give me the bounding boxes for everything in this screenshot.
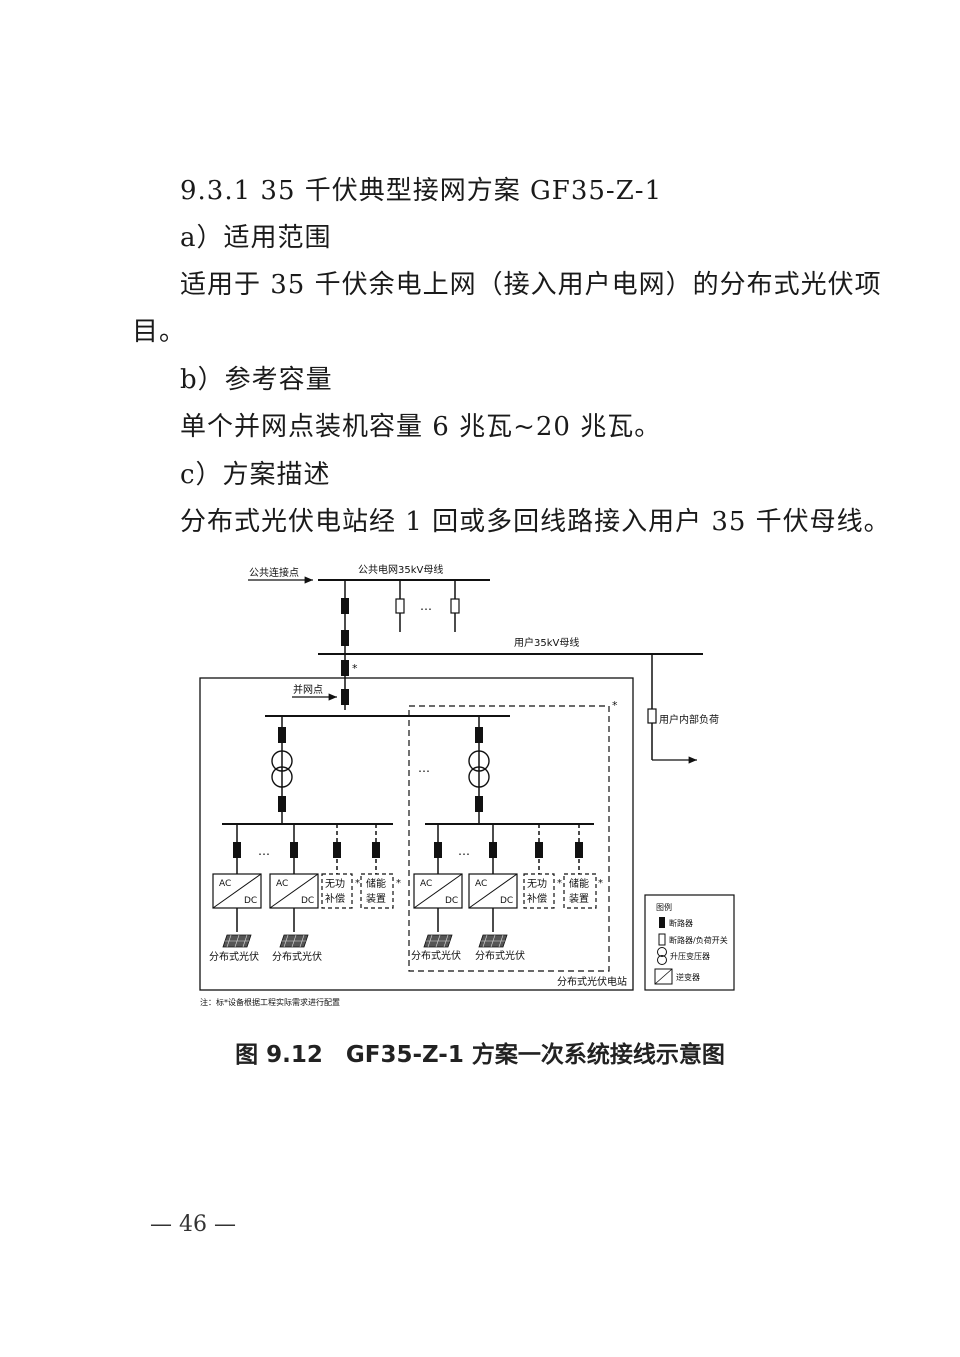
legend-transformer-icon — [657, 947, 667, 957]
reactive-compensation-box — [321, 873, 353, 909]
pv-label: 分布式光伏 — [411, 949, 461, 962]
breaker-icon — [341, 598, 349, 614]
pv-label: 分布式光伏 — [272, 950, 322, 963]
item-b-title: b）参考容量 — [180, 365, 333, 395]
optional-mark: * — [355, 878, 360, 889]
breaker-icon — [341, 689, 349, 705]
storage-label: 装置 — [366, 892, 386, 905]
inverter-dc-label: DC — [244, 896, 257, 906]
reactive-label: 补偿 — [527, 892, 547, 905]
section-heading: 9.3.1 35 千伏典型接网方案 GF35-Z-1 — [180, 176, 663, 206]
energy-storage-box — [563, 873, 597, 909]
storage-label: 储能 — [569, 877, 589, 890]
user-bus-label: 用户35kV母线 — [514, 636, 579, 649]
pv-label: 分布式光伏 — [475, 949, 525, 962]
load-switch-icon — [647, 708, 657, 724]
pv-label: 分布式光伏 — [209, 950, 259, 963]
optional-mark: * — [352, 662, 358, 675]
legend-breaker-icon — [659, 917, 665, 928]
station-label: 分布式光伏电站 — [557, 975, 627, 988]
item-c-title: c）方案描述 — [180, 460, 331, 490]
legend-switch-label: 断路器/负荷开关 — [669, 935, 728, 945]
load-switch-icon — [450, 598, 460, 614]
breaker-icon — [233, 842, 241, 858]
optional-group-boundary — [408, 705, 610, 972]
breaker-icon — [290, 842, 298, 858]
legend-title: 图例 — [656, 902, 672, 912]
station-boundary — [199, 677, 634, 991]
optional-mark: * — [612, 699, 618, 712]
reactive-label: 无功 — [527, 878, 547, 890]
ellipsis: … — [420, 599, 432, 613]
breaker-icon — [341, 660, 349, 676]
legend-switch-icon — [658, 933, 666, 946]
grid-point-label: 并网点 — [293, 683, 323, 696]
breaker-icon — [475, 727, 483, 743]
ellipsis: … — [258, 844, 270, 858]
diagram-note: 注：标*设备根据工程实际需求进行配置 — [200, 997, 340, 1007]
load-switch-icon — [395, 598, 405, 614]
item-b-body: 单个并网点装机容量 6 兆瓦~20 兆瓦。 — [180, 412, 662, 442]
legend-inverter-label: 逆变器 — [676, 972, 700, 982]
breaker-icon — [575, 842, 583, 858]
breaker-icon — [489, 842, 497, 858]
breaker-icon — [475, 796, 483, 812]
legend-transformer-label: 升压变压器 — [670, 951, 710, 961]
inverter-ac-label: AC — [276, 879, 288, 889]
inverter-ac-label: AC — [219, 879, 231, 889]
pv-panel-icon — [423, 934, 453, 948]
inverter-dc-label: DC — [301, 896, 314, 906]
legend-breaker-label: 断路器 — [669, 918, 693, 928]
reactive-label: 补偿 — [325, 892, 345, 905]
reactive-compensation-box — [523, 873, 555, 909]
ellipsis: … — [418, 761, 430, 775]
optional-mark: * — [598, 878, 603, 889]
pv-panel-icon — [478, 934, 508, 948]
energy-storage-box — [360, 873, 394, 909]
reactive-label: 无功 — [325, 878, 345, 890]
pv-panel-icon — [279, 934, 309, 948]
public-bus-label: 公共电网35kV母线 — [358, 563, 443, 576]
optional-mark: * — [396, 878, 401, 889]
item-a-title: a）适用范围 — [180, 223, 332, 253]
pv-panel-icon — [222, 934, 252, 948]
inverter-ac-label: AC — [475, 879, 487, 889]
breaker-icon — [341, 630, 349, 646]
optional-mark: * — [557, 878, 562, 889]
pcc-label: 公共连接点 — [249, 566, 299, 579]
figure-caption: 图 9.12 GF35-Z-1 方案一次系统接线示意图 — [235, 1042, 725, 1068]
inverter-dc-label: DC — [500, 896, 513, 906]
user-load-label: 用户内部负荷 — [659, 713, 719, 726]
inverter-ac-label: AC — [420, 879, 432, 889]
item-a-body-line1: 适用于 35 千伏余电上网（接入用户电网）的分布式光伏项 — [180, 270, 882, 300]
storage-label: 储能 — [366, 877, 386, 890]
breaker-icon — [278, 727, 286, 743]
item-a-body-line2: 目。 — [132, 317, 187, 347]
breaker-icon — [333, 842, 341, 858]
breaker-icon — [535, 842, 543, 858]
inverter-dc-label: DC — [445, 896, 458, 906]
page-number: — 46 — — [150, 1212, 236, 1237]
breaker-icon — [434, 842, 442, 858]
item-c-body: 分布式光伏电站经 1 回或多回线路接入用户 35 千伏母线。 — [180, 507, 891, 537]
breaker-icon — [372, 842, 380, 858]
storage-label: 装置 — [569, 892, 589, 905]
breaker-icon — [278, 796, 286, 812]
ellipsis: … — [458, 844, 470, 858]
